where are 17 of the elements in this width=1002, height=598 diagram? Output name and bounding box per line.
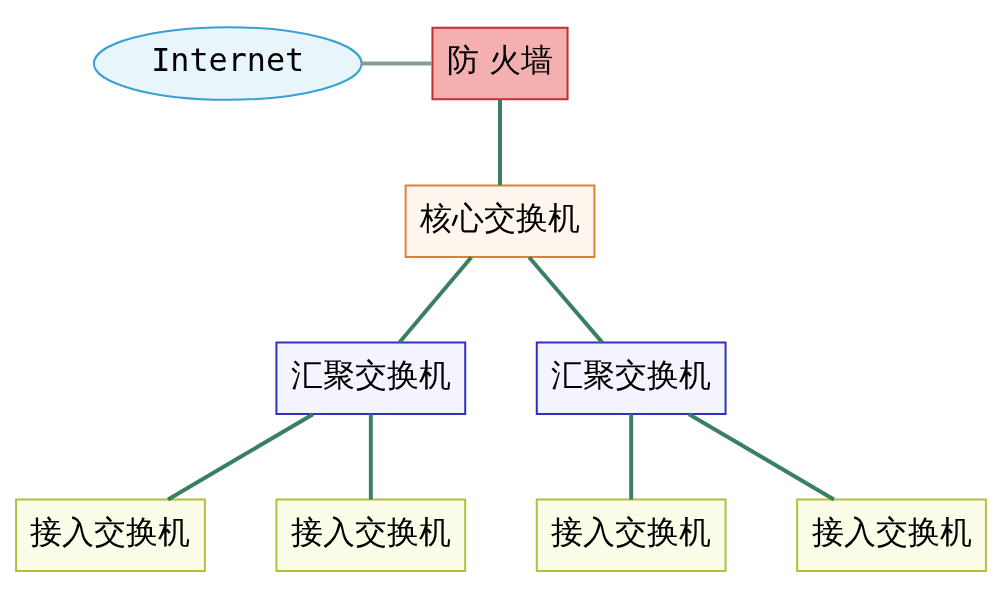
connector	[498, 99, 502, 186]
connector	[397, 255, 473, 344]
connector	[368, 414, 373, 500]
node-ellipse: Internet	[92, 26, 363, 101]
node-box: 接入交换机	[275, 498, 467, 573]
node-box: 防 火墙	[431, 26, 569, 101]
node-box: 汇聚交换机	[275, 341, 467, 416]
connector	[167, 412, 315, 502]
node-box: 接入交换机	[796, 498, 987, 573]
node-box: 接入交换机	[535, 498, 727, 573]
node-box: 核心交换机	[404, 184, 596, 259]
connector	[629, 414, 634, 500]
connector	[687, 412, 835, 502]
node-box: 接入交换机	[15, 498, 206, 573]
connector	[527, 255, 604, 344]
connector	[361, 61, 432, 66]
node-box: 汇聚交换机	[535, 341, 727, 416]
